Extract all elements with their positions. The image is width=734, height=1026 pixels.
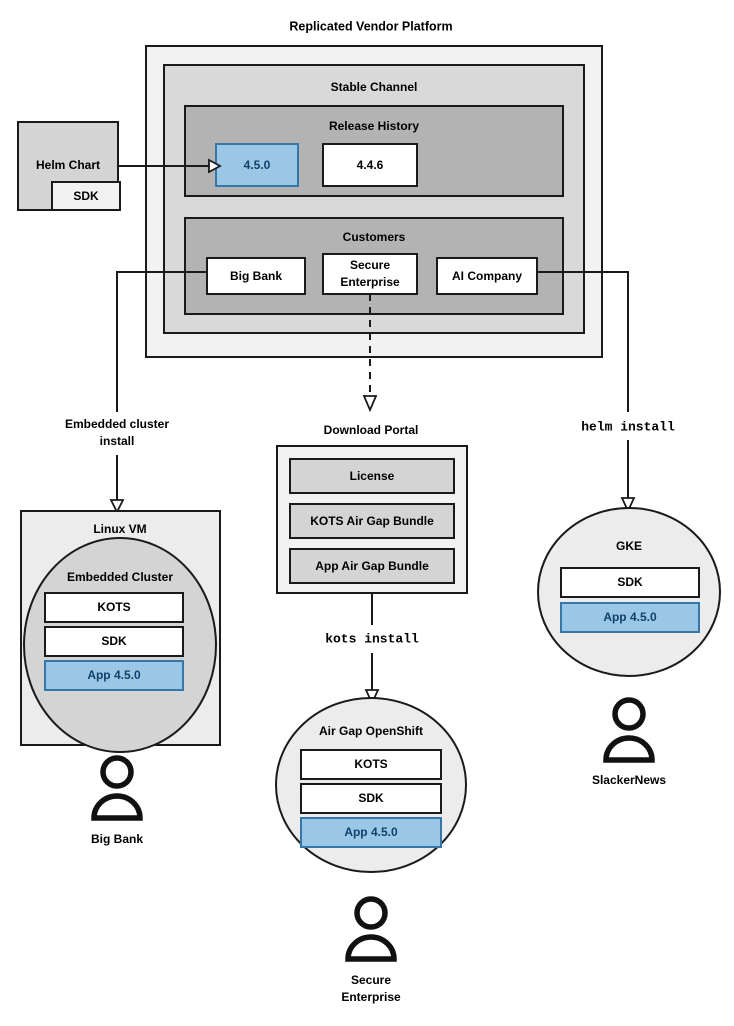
helm-chart-sdk-box[interactable] bbox=[51, 181, 121, 211]
connector-ai-company-to-gke bbox=[537, 271, 629, 412]
gke-component-sdk[interactable] bbox=[560, 567, 700, 598]
customer-ai-company-label: AI Company bbox=[452, 269, 522, 283]
connector-big-bank-to-embedded bbox=[116, 271, 207, 412]
kots-install-label: kots install bbox=[325, 631, 419, 646]
release-4-4-6-label: 4.4.6 bbox=[357, 158, 384, 172]
artifact-app-air-gap-bundle-label: App Air Gap Bundle bbox=[315, 559, 429, 573]
openshift-component-app[interactable] bbox=[300, 817, 442, 848]
openshift-component-app-label: App 4.5.0 bbox=[344, 825, 398, 839]
customer-secure-enterprise[interactable] bbox=[322, 253, 418, 295]
actor-secure-enterprise-icon bbox=[345, 896, 397, 962]
customer-secure-enterprise-label-line1: Secure bbox=[350, 258, 390, 272]
actor-secure-enterprise-label-line2: Enterprise bbox=[341, 990, 401, 1004]
stable-channel-title: Stable Channel bbox=[331, 80, 418, 94]
actor-slackernews-icon bbox=[603, 697, 655, 763]
artifact-kots-air-gap-bundle-label: KOTS Air Gap Bundle bbox=[310, 514, 434, 528]
release-4-5-0[interactable] bbox=[215, 143, 299, 187]
gke-component-app-label: App 4.5.0 bbox=[603, 610, 657, 624]
openshift-component-sdk-label: SDK bbox=[358, 791, 384, 805]
gke-title: GKE bbox=[616, 539, 642, 553]
artifact-license-label: License bbox=[350, 469, 395, 483]
customer-secure-enterprise-label-line2: Enterprise bbox=[340, 275, 400, 289]
linux-vm-component-kots-label: KOTS bbox=[97, 600, 130, 614]
actor-big-bank-label: Big Bank bbox=[91, 832, 143, 846]
linux-vm-component-app-label: App 4.5.0 bbox=[87, 668, 141, 682]
actor-big-bank-icon bbox=[91, 755, 143, 821]
linux-vm-component-app[interactable] bbox=[44, 660, 184, 691]
linux-vm-component-kots[interactable] bbox=[44, 592, 184, 623]
air-gap-openshift-title: Air Gap OpenShift bbox=[319, 724, 423, 738]
artifact-license[interactable] bbox=[289, 458, 455, 494]
download-portal-title: Download Portal bbox=[324, 423, 419, 437]
customer-big-bank[interactable] bbox=[206, 257, 306, 295]
release-history-title: Release History bbox=[329, 119, 419, 133]
openshift-component-sdk[interactable] bbox=[300, 783, 442, 814]
embedded-cluster-install-label-line2: install bbox=[100, 434, 135, 448]
embedded-cluster-title: Embedded Cluster bbox=[67, 570, 173, 584]
page-title: Replicated Vendor Platform bbox=[289, 19, 452, 33]
helm-install-label: helm install bbox=[581, 419, 675, 434]
artifact-app-air-gap-bundle[interactable] bbox=[289, 548, 455, 584]
gke-component-app[interactable] bbox=[560, 602, 700, 633]
gke-component-sdk-label: SDK bbox=[617, 575, 643, 589]
linux-vm-title: Linux VM bbox=[93, 522, 146, 536]
arrowhead-portal bbox=[362, 395, 378, 413]
arrowhead-kots-install bbox=[364, 689, 380, 706]
artifact-kots-air-gap-bundle[interactable] bbox=[289, 503, 455, 539]
release-4-4-6[interactable] bbox=[322, 143, 418, 187]
customer-ai-company[interactable] bbox=[436, 257, 538, 295]
arrowhead-helm-install bbox=[620, 497, 636, 514]
actor-secure-enterprise-label-line1: Secure bbox=[351, 973, 391, 987]
helm-chart-sdk-label: SDK bbox=[73, 189, 99, 203]
openshift-component-kots[interactable] bbox=[300, 749, 442, 780]
embedded-cluster-install-label-line1: Embedded cluster bbox=[65, 417, 169, 431]
arrowhead-embedded-install bbox=[109, 499, 125, 515]
customers-title: Customers bbox=[343, 230, 406, 244]
customer-big-bank-label: Big Bank bbox=[230, 269, 282, 283]
linux-vm-component-sdk-label: SDK bbox=[101, 634, 127, 648]
openshift-component-kots-label: KOTS bbox=[354, 757, 387, 771]
linux-vm-component-sdk[interactable] bbox=[44, 626, 184, 657]
release-4-5-0-label: 4.5.0 bbox=[244, 158, 271, 172]
actor-slackernews-label: SlackerNews bbox=[592, 773, 666, 787]
arrowhead-helm-to-release bbox=[208, 158, 222, 174]
helm-chart-label: Helm Chart bbox=[36, 158, 100, 172]
